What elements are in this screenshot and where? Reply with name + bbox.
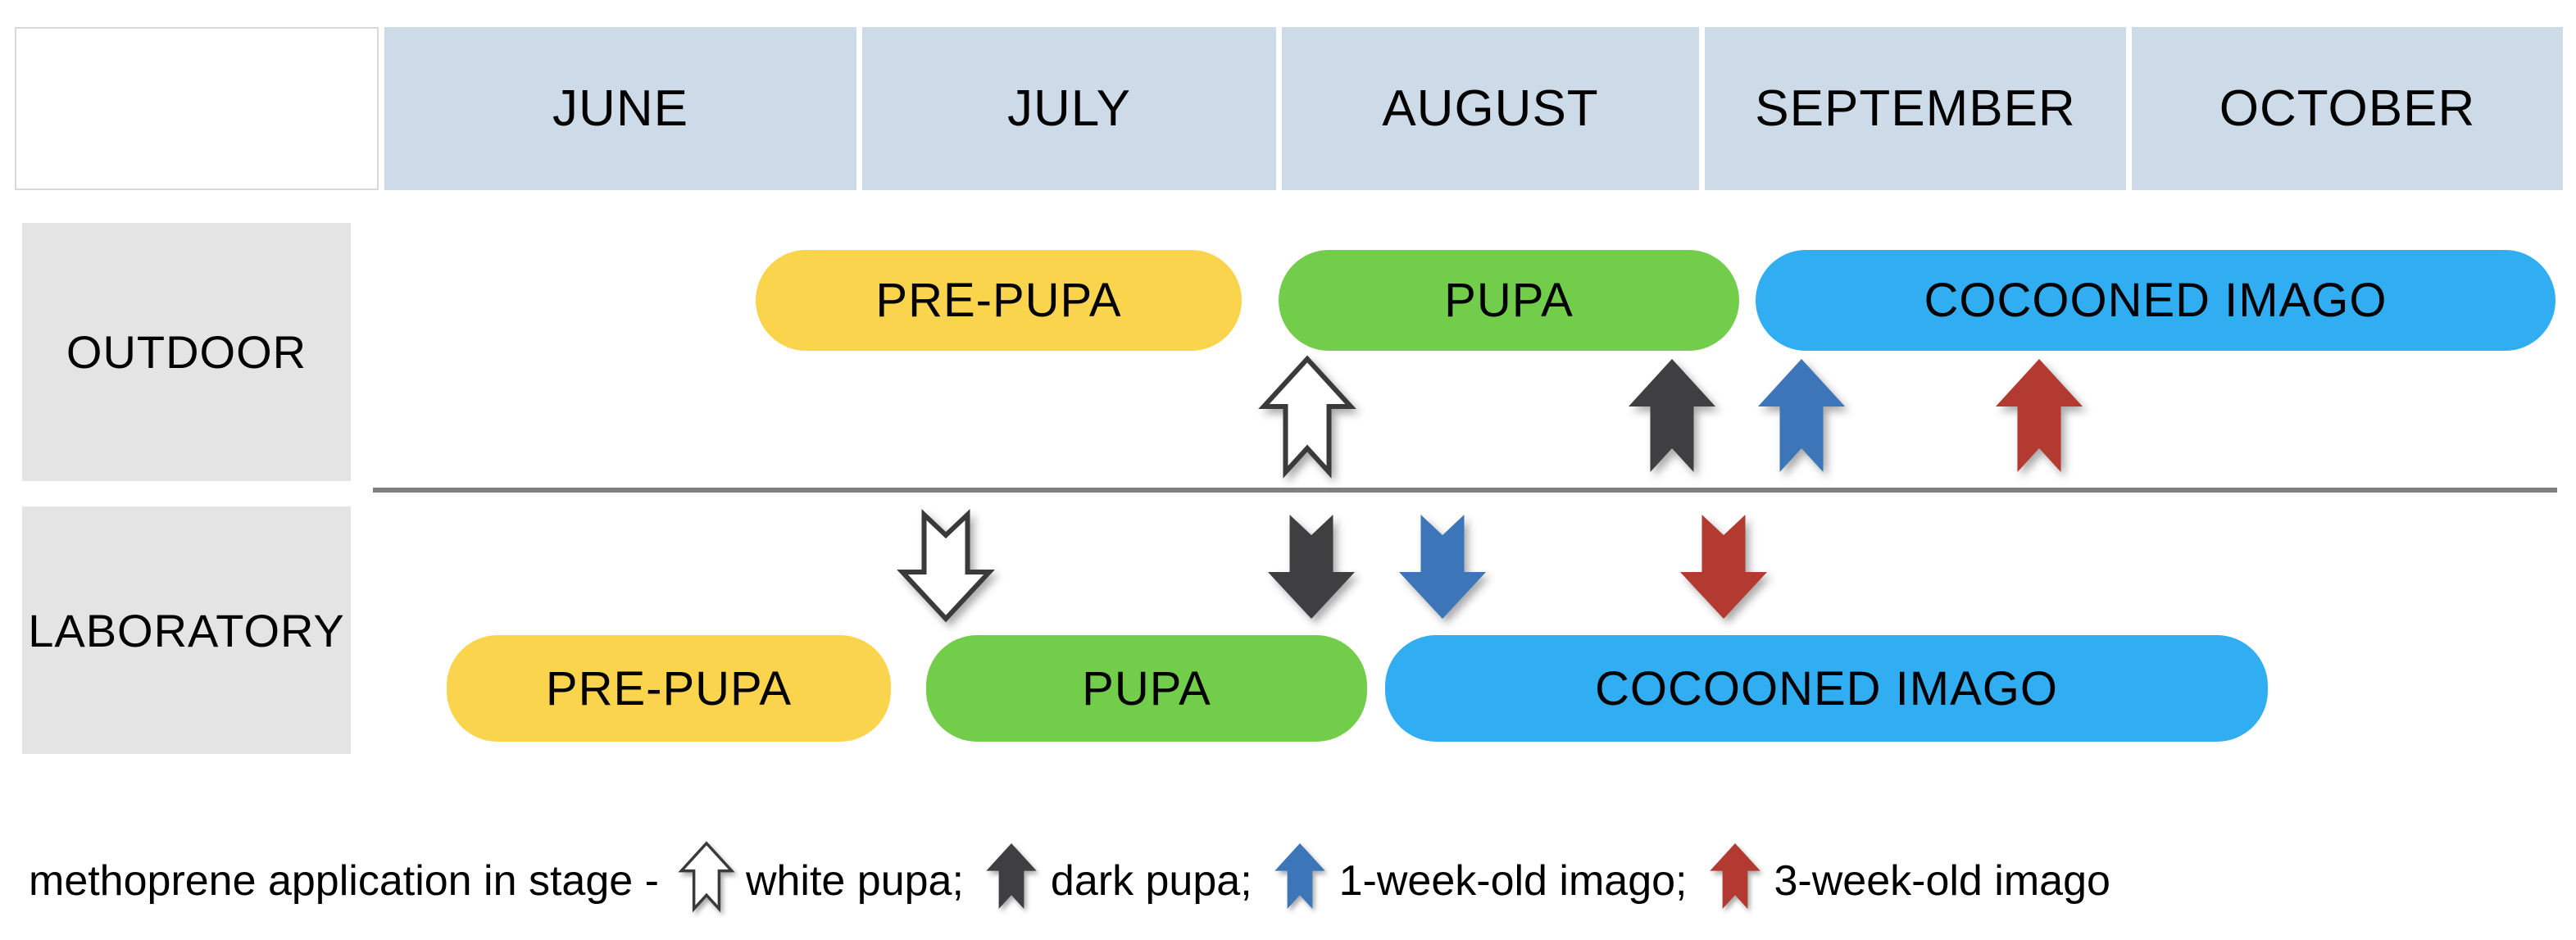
stage-bar-laboratory-pre-pupa: PRE-PUPA [447,635,891,742]
stage-bar-label: COCOONED IMAGO [1594,661,2059,715]
legend-arrow-dark-icon [984,843,1039,909]
arrow-down-red-icon [1680,515,1767,619]
legend-arrow-red-icon [1707,843,1763,909]
legend-item-label: dark pupa; [1050,857,1252,905]
legend-arrow-blue-icon [1272,843,1328,909]
legend: methoprene application in stage - white … [29,824,2110,938]
arrow-down-white-icon [897,509,995,623]
month-header-july: JULY [862,27,1276,190]
month-label: JULY [1006,80,1131,137]
row-divider-line [373,488,2557,493]
header-corner-cell [15,27,379,190]
month-label: SEPTEMBER [1755,80,2076,137]
stage-bar-outdoor-pupa: PUPA [1279,250,1739,351]
month-header-june: JUNE [384,27,856,190]
month-label: OCTOBER [2219,80,2476,137]
stage-bar-label: PUPA [1444,274,1574,327]
legend-arrow-white-icon [678,841,735,913]
month-header-october: OCTOBER [2132,27,2563,190]
month-header-september: SEPTEMBER [1705,27,2126,190]
stage-bar-laboratory-pupa: PUPA [926,635,1367,742]
month-label: JUNE [552,80,688,137]
row-label-text: LABORATORY [28,604,345,656]
legend-item-label: white pupa; [745,857,964,905]
row-label-outdoor: OUTDOOR [22,223,351,481]
stage-bar-label: PRE-PUPA [875,274,1122,327]
month-label: AUGUST [1382,80,1599,137]
legend-item-label: 1-week-old imago; [1338,857,1688,905]
arrow-down-dark-icon [1268,515,1355,619]
stage-bar-label: PRE-PUPA [545,661,793,715]
arrow-up-white-icon [1258,355,1356,479]
stage-bar-outdoor-cocooned-imago: COCOONED IMAGO [1756,250,2556,351]
stage-bar-laboratory-cocooned-imago: COCOONED IMAGO [1385,635,2268,742]
arrow-up-blue-icon [1758,359,1845,472]
arrow-up-dark-icon [1629,359,1715,472]
arrow-up-red-icon [1996,359,2083,472]
row-label-text: OUTDOOR [66,326,307,378]
stage-bar-label: PUPA [1082,661,1211,715]
stage-bar-label: COCOONED IMAGO [1924,274,2387,327]
arrow-down-blue-icon [1399,515,1486,619]
month-header-august: AUGUST [1282,27,1699,190]
legend-lead-text: methoprene application in stage - [29,857,659,905]
legend-item-label: 3-week-old imago [1774,857,2110,905]
stage-bar-outdoor-pre-pupa: PRE-PUPA [756,250,1242,351]
row-label-laboratory: LABORATORY [22,506,351,754]
